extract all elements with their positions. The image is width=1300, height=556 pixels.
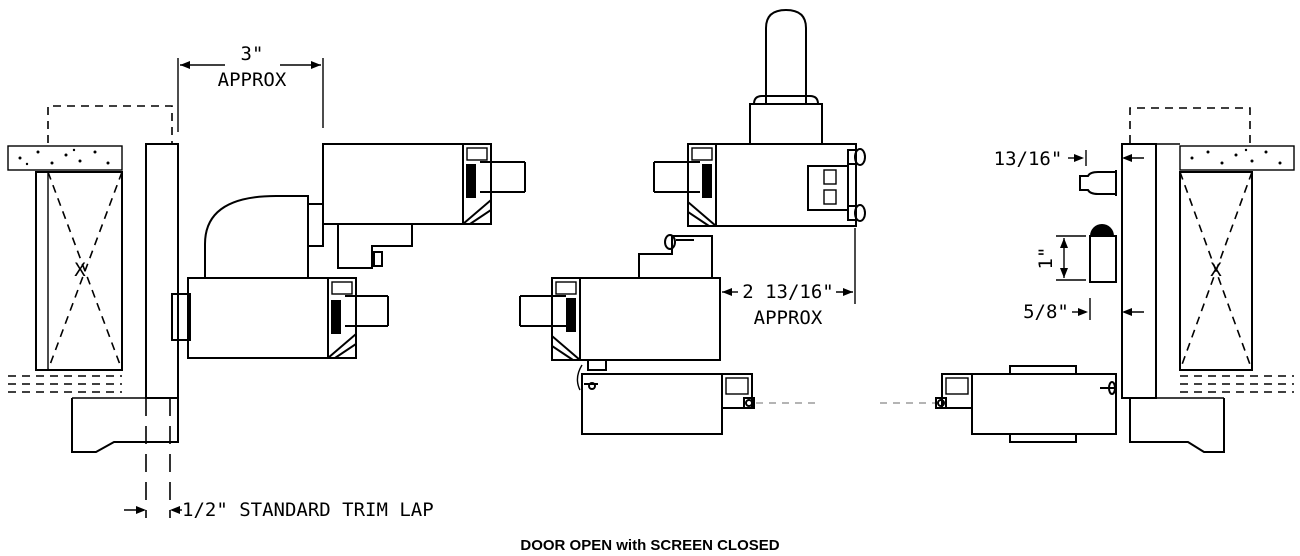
left-jamb: X <box>7 105 179 453</box>
frame-mark-right: X <box>1210 259 1222 281</box>
left-door-assembly <box>171 143 526 359</box>
dim-5-8-label: 5/8" <box>1023 301 1069 323</box>
dim-2-13-16-label: 2 13/16" <box>742 281 834 303</box>
right-hardware <box>1079 170 1117 283</box>
center-screen-assembly <box>519 8 866 435</box>
approx-top-label: APPROX <box>218 69 287 91</box>
thirteen-16-dimension: 13/16" <box>994 148 1144 170</box>
two-13-16-dimension: 2 13/16" APPROX <box>722 228 856 329</box>
right-screen-assembly <box>935 365 1117 443</box>
dim-13-16-label: 13/16" <box>994 148 1063 170</box>
frame-mark-left: X <box>74 259 86 281</box>
approx-right-label: APPROX <box>754 307 823 329</box>
dim-3-label: 3" <box>241 43 264 65</box>
trim-lap-label: 1/2" STANDARD TRIM LAP <box>182 499 434 521</box>
one-inch-dimension: 1" <box>1035 235 1086 281</box>
caption: DOOR OPEN with SCREEN CLOSED <box>520 537 779 554</box>
dim-1-label: 1" <box>1035 247 1057 270</box>
trim-lap-dimension: 1/2" STANDARD TRIM LAP <box>124 398 434 521</box>
right-jamb: X <box>1121 107 1295 453</box>
five-8-dimension: 5/8" <box>1023 298 1144 323</box>
three-inch-dimension: 3" APPROX <box>177 43 324 132</box>
